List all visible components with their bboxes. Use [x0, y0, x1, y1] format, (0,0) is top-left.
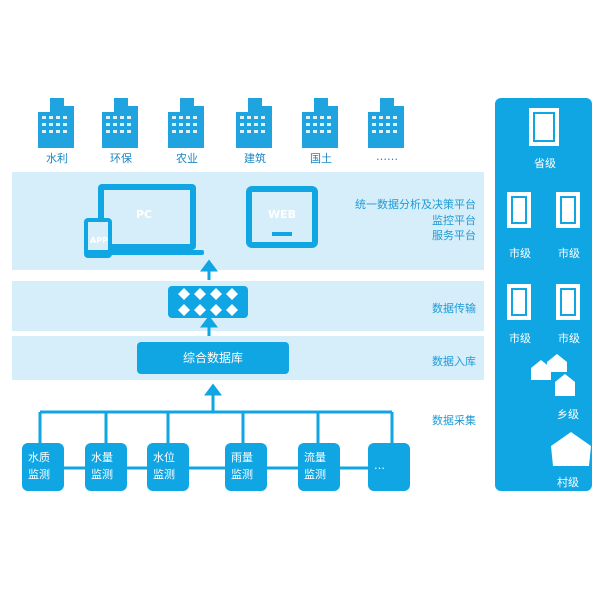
database-box: 综合数据库 — [137, 342, 289, 374]
sensor-label: 监测 — [153, 468, 175, 481]
platform-label: 服务平台 — [432, 229, 476, 242]
arrow-up-icon — [200, 315, 218, 328]
arrow-up-icon — [200, 259, 218, 272]
sensor-label: 监测 — [91, 468, 113, 481]
city-label: 市级 — [509, 247, 531, 260]
city-label: 市级 — [558, 332, 580, 345]
pc-label: PC — [136, 208, 153, 221]
sensor-label: … — [374, 459, 385, 472]
sensor-label: 监测 — [231, 468, 253, 481]
storage-label: 数据入库 — [432, 355, 476, 368]
sensor-rainfall: 雨量 监测 — [225, 443, 267, 491]
sector-label: 环保 — [110, 152, 132, 165]
sensor-more: … — [368, 443, 410, 491]
sector-label: 水利 — [46, 152, 68, 165]
sensor-label: 水质 — [28, 451, 50, 464]
flow-arrows — [38, 259, 394, 470]
city-label: 市级 — [509, 332, 531, 345]
town-houses-icon — [531, 354, 575, 396]
sector-buildings-icons — [38, 98, 404, 148]
transmission-layer — [12, 281, 484, 331]
network-icon — [168, 286, 248, 318]
village-label: 村级 — [557, 476, 579, 489]
sensor-water-level: 水位 监测 — [147, 443, 189, 491]
province-label: 省级 — [534, 157, 556, 170]
sector-label: 建筑 — [244, 152, 266, 165]
town-label: 乡级 — [557, 408, 579, 421]
web-label: WEB — [268, 208, 297, 221]
admin-level-icons — [507, 108, 591, 466]
platform-label: 统一数据分析及决策平台 — [355, 198, 476, 211]
city-label: 市级 — [558, 247, 580, 260]
sector-label: 农业 — [176, 152, 198, 165]
sensor-label: 水位 — [153, 451, 175, 464]
transmission-label: 数据传输 — [432, 302, 476, 315]
laptop-icon — [84, 184, 204, 258]
sensor-flow: 流量 监测 — [298, 443, 340, 491]
app-label: APP — [90, 236, 108, 245]
sensor-label: 流量 — [304, 451, 326, 464]
sensor-water-quality: 水质 监测 — [22, 443, 64, 491]
collection-label: 数据采集 — [432, 414, 476, 427]
sensor-label: 雨量 — [231, 451, 253, 464]
sensor-label: 监测 — [28, 468, 50, 481]
platform-label: 监控平台 — [432, 214, 476, 227]
sector-label: …… — [376, 150, 398, 163]
sector-label: 国土 — [310, 152, 332, 165]
arrow-up-icon — [204, 383, 222, 396]
sensor-water-volume: 水量 监测 — [85, 443, 127, 491]
web-monitor-icon — [246, 186, 318, 248]
sensor-label: 监测 — [304, 468, 326, 481]
village-house-icon — [551, 432, 591, 466]
sensor-label: 水量 — [91, 451, 113, 464]
